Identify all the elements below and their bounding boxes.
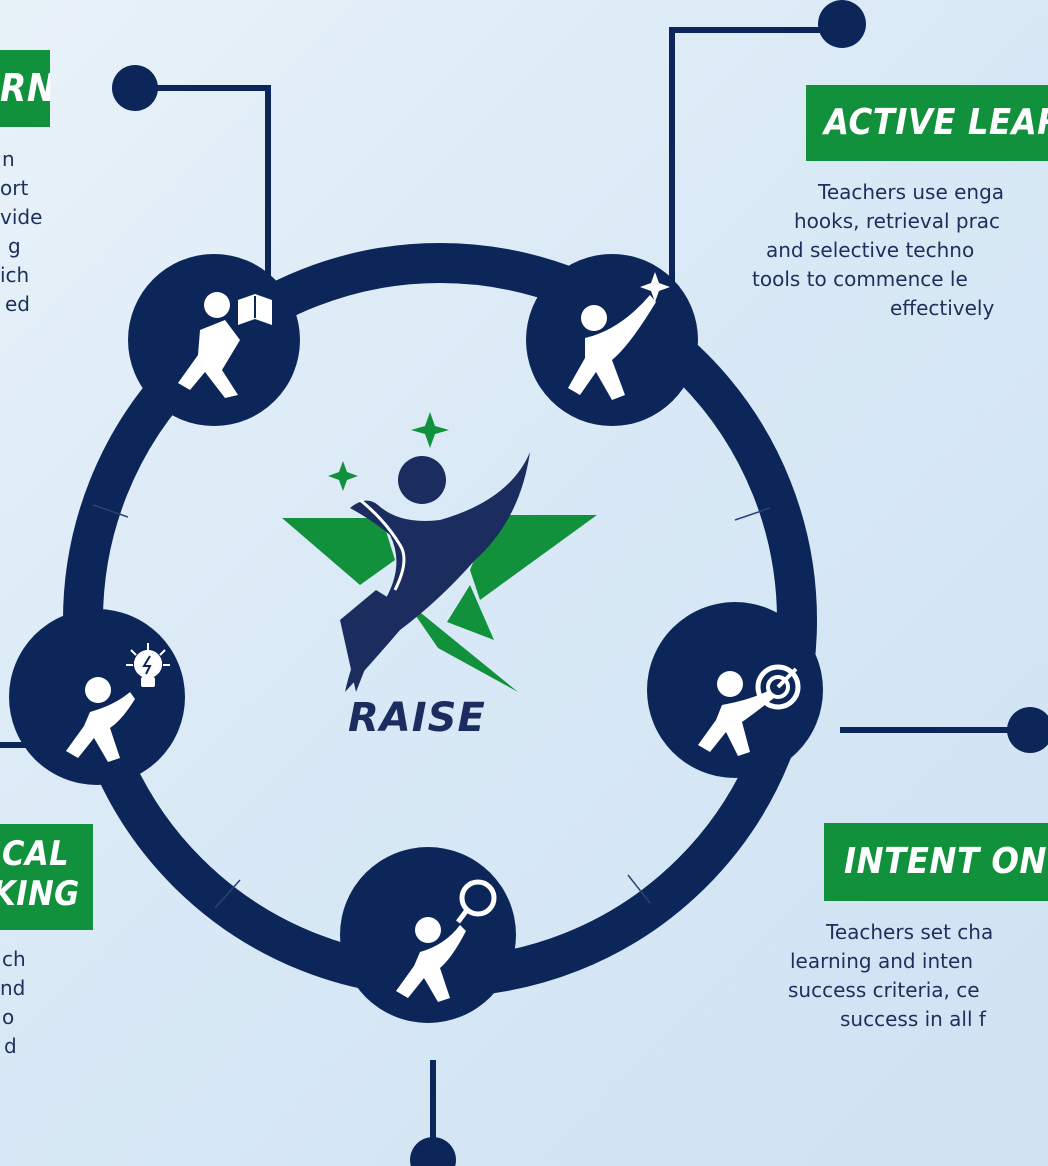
section-description-critical-thinking: ch nd o d	[0, 945, 26, 1061]
description-line: ort	[0, 176, 29, 200]
connector-dot-top-left	[112, 65, 158, 111]
section-title-critical-thinking-line-2: KING	[0, 874, 80, 914]
connector-dot-top-right	[818, 0, 866, 48]
description-line: tools to commence le	[752, 267, 968, 291]
idea-lightbulb-icon	[66, 643, 170, 762]
aiming-at-target-icon	[698, 664, 801, 756]
description-line: success criteria, ce	[788, 978, 980, 1002]
raise-star-logo	[282, 412, 597, 692]
section-description-intent-on-success: Teachers set cha learning and inten succ…	[780, 918, 1048, 1034]
description-line: and selective techno	[766, 238, 975, 262]
section-title-banner-critical-thinking: CAL KING	[0, 824, 93, 930]
description-line: ich	[0, 263, 30, 287]
description-line: learning and inten	[790, 949, 973, 973]
brand-wordmark: RAISE	[348, 695, 486, 741]
section-title-banner-intent-on-success: INTENT ON S	[824, 823, 1048, 901]
description-line: hooks, retrieval prac	[794, 209, 1001, 233]
description-line: Teachers use enga	[818, 180, 1005, 204]
connector-top-right	[669, 27, 840, 290]
connector-top-left	[135, 85, 271, 290]
section-title-intent-on-success: INTENT ON S	[844, 841, 1048, 882]
section-description-top-left: n ort vide g ich ed	[0, 145, 42, 319]
ring-segment-dividers	[92, 504, 771, 909]
description-line: vide	[0, 205, 43, 229]
searching-with-magnifier-icon	[396, 879, 497, 1002]
description-line: effectively	[890, 296, 995, 320]
description-line: ch	[2, 947, 26, 971]
section-title-top-left: RN	[0, 66, 50, 110]
description-line: d	[4, 1034, 17, 1058]
description-line: success in all f	[840, 1007, 986, 1031]
description-line: Teachers set cha	[826, 920, 994, 944]
section-title-banner-top-left: RN	[0, 50, 50, 127]
reader-with-book-icon	[178, 292, 272, 398]
section-title-critical-thinking-line-1: CAL	[2, 834, 70, 874]
description-line: o	[2, 1005, 15, 1029]
section-title-active-learning: ACTIVE LEARN	[824, 102, 1048, 143]
description-line: g	[8, 234, 21, 258]
reaching-for-star-icon	[568, 272, 670, 400]
section-description-active-learning: Teachers use enga hooks, retrieval prac …	[752, 178, 1048, 323]
description-line: nd	[0, 976, 26, 1000]
connector-dot-right	[1007, 707, 1048, 753]
section-title-banner-active-learning: ACTIVE LEARN	[806, 85, 1048, 161]
connector-dot-bottom	[410, 1137, 456, 1166]
description-line: n	[2, 147, 15, 171]
connector-lines	[0, 27, 1030, 1160]
description-line: ed	[5, 292, 30, 316]
